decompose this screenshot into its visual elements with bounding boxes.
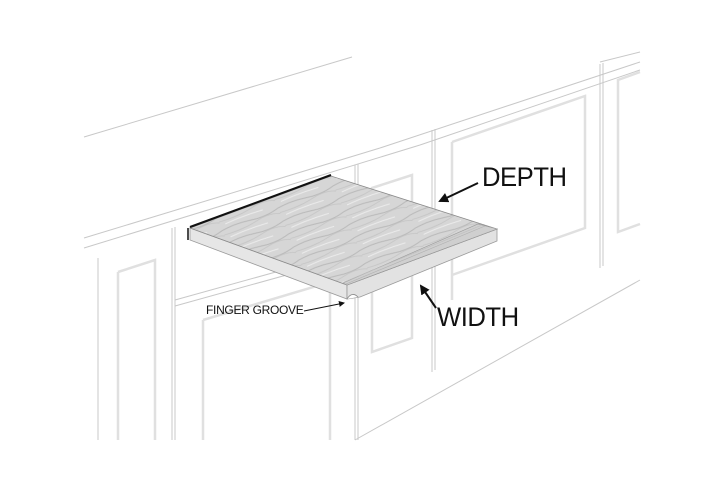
- finger-groove-label: FINGER GROOVE: [206, 303, 304, 317]
- dimension-arrows: [303, 182, 479, 312]
- width-label: WIDTH: [437, 302, 519, 332]
- depth-arrow: [438, 182, 479, 203]
- pull-out-shelf: [187, 174, 499, 300]
- finger-groove-arrow: [303, 301, 345, 312]
- width-arrow: [419, 284, 437, 309]
- countertop: [83, 51, 641, 249]
- depth-label: DEPTH: [482, 162, 567, 192]
